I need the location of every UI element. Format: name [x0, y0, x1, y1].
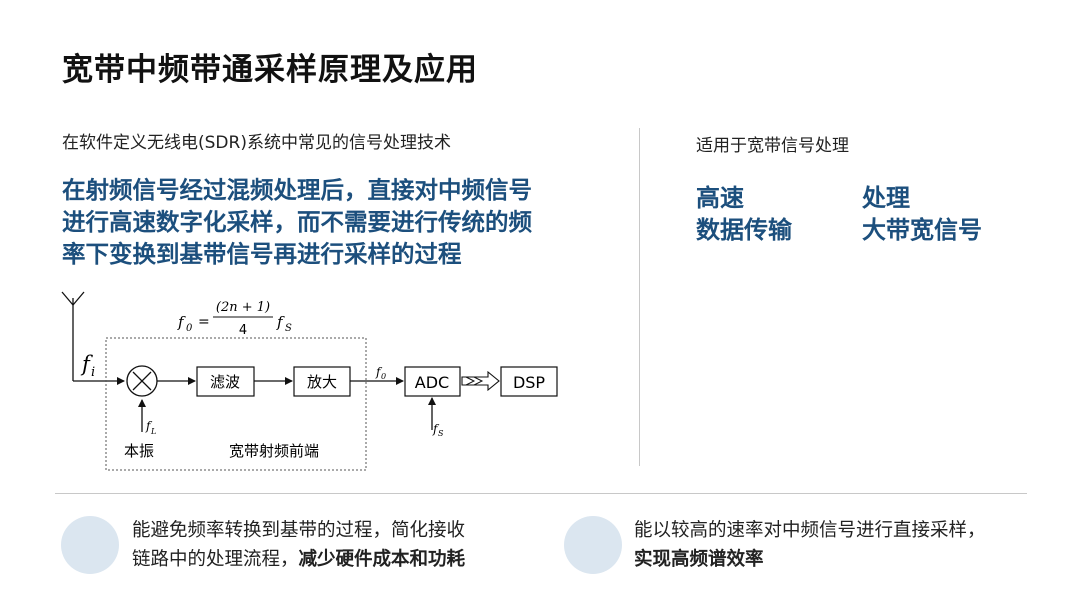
- headline-line-2: 进行高速数字化采样，而不需要进行传统的频: [62, 208, 532, 236]
- svg-text:f: f: [177, 313, 186, 331]
- svg-text:0: 0: [186, 323, 193, 334]
- bullet-circle-right: [564, 516, 622, 574]
- headline-line-1: 在射频信号经过混频处理后，直接对中频信号: [62, 176, 532, 204]
- benefit-right-line-1: 能以较高的速率对中频信号进行直接采样，: [634, 520, 986, 541]
- svg-text:f: f: [276, 313, 285, 331]
- benefit-left-line-2-bold: 减少硬件成本和功耗: [298, 549, 466, 570]
- bullet-circle-left: [61, 516, 119, 574]
- keyword-high-speed: 高速: [696, 184, 744, 212]
- benefit-right: 能以较高的速率对中频信号进行直接采样， 实现高频谱效率: [634, 516, 986, 574]
- clock-freq-label: f: [432, 422, 440, 436]
- right-title: 适用于宽带信号处理: [696, 136, 849, 156]
- adc-label: ADC: [415, 373, 449, 392]
- adc-to-dsp-arrow: [461, 370, 500, 392]
- sampling-formula: f 0 = (2n + 1) 4 f S: [177, 300, 292, 338]
- rf-frontend-label: 宽带射频前端: [229, 442, 319, 460]
- svg-text:(2n + 1): (2n + 1): [216, 300, 270, 315]
- input-freq-sub: i: [91, 365, 95, 380]
- headline-line-3: 率下变换到基带信号再进行采样的过程: [62, 240, 462, 268]
- headline: 在射频信号经过混频处理后，直接对中频信号 进行高速数字化采样，而不需要进行传统的…: [62, 174, 622, 270]
- svg-text:=: =: [198, 314, 210, 330]
- page-title: 宽带中频带通采样原理及应用: [62, 52, 478, 88]
- mixer: [126, 365, 158, 397]
- benefit-left-line-2-normal: 链路中的处理流程，: [132, 549, 299, 570]
- if-freq-sub: 0: [381, 372, 386, 381]
- amplifier-label: 放大: [307, 373, 337, 391]
- keyword-wide-bandwidth: 大带宽信号: [862, 216, 982, 244]
- lo-freq-label: f: [145, 419, 153, 433]
- amplifier-block: [293, 366, 351, 397]
- rf-frontend-box: [105, 337, 367, 471]
- dsp-label: DSP: [513, 373, 545, 392]
- benefit-right-line-2: 实现高频谱效率: [634, 549, 764, 570]
- benefit-left-line-2: 链路中的处理流程，减少硬件成本和功耗: [132, 545, 465, 574]
- clock-freq-sub: S: [438, 429, 444, 438]
- subtitle: 在软件定义无线电(SDR)系统中常见的信号处理技术: [62, 133, 451, 153]
- antenna-icon: [61, 291, 85, 381]
- horizontal-divider: [55, 493, 1027, 494]
- adc-block: [404, 366, 461, 397]
- lo-freq-sub: L: [150, 427, 156, 436]
- filter-block: [196, 366, 255, 397]
- input-freq-label: f: [80, 352, 93, 376]
- svg-text:S: S: [285, 323, 292, 334]
- filter-label: 滤波: [210, 373, 240, 391]
- benefit-left-line-1: 能避免频率转换到基带的过程，简化接收: [132, 520, 466, 541]
- if-freq-label: f: [375, 365, 383, 379]
- lo-label: 本振: [124, 442, 154, 460]
- benefit-left: 能避免频率转换到基带的过程，简化接收 链路中的处理流程，减少硬件成本和功耗: [132, 516, 465, 574]
- svg-text:4: 4: [239, 323, 247, 338]
- keyword-processing: 处理: [862, 184, 910, 212]
- vertical-divider: [639, 128, 640, 466]
- keyword-data-transfer: 数据传输: [696, 216, 792, 244]
- dsp-block: [500, 366, 558, 397]
